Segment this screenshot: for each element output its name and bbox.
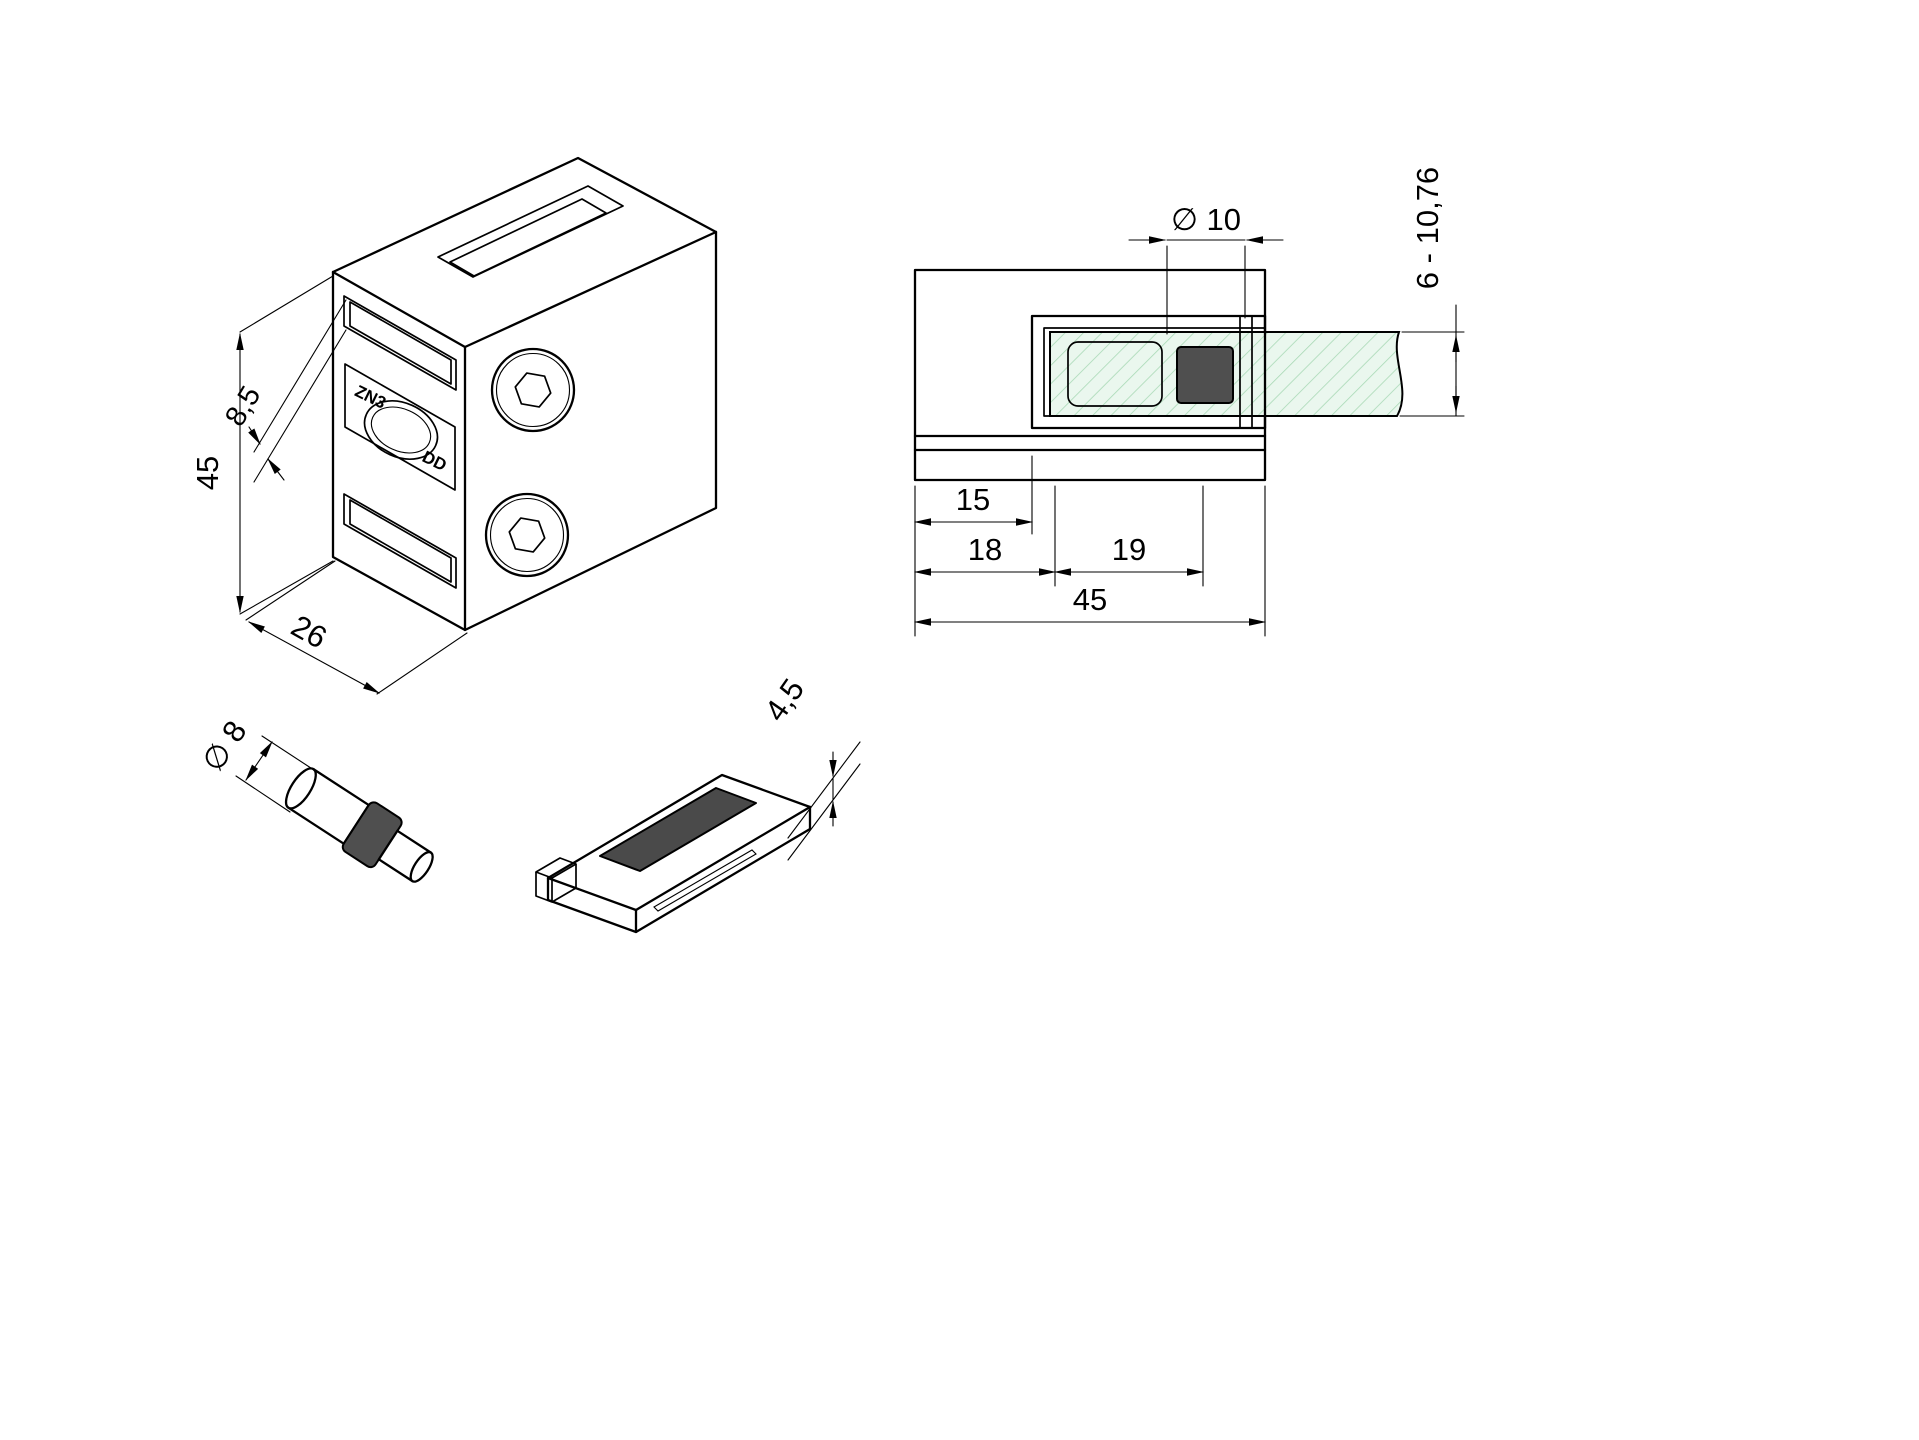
section-view: ∅ 10 6 - 10,76 15 18 19 [913, 167, 1465, 637]
dimension-iso-height: 45 [190, 275, 334, 615]
gasket-pad [599, 787, 757, 872]
dimension-arrow [248, 426, 261, 446]
extension-line [253, 299, 347, 453]
extension-line [245, 560, 336, 621]
upper-slot-inner [349, 301, 452, 385]
clip-sides [535, 864, 577, 903]
dimension-line [247, 621, 381, 694]
hex-socket [514, 372, 552, 408]
gasket-window [1067, 341, 1163, 407]
top-slot-inner [449, 198, 607, 277]
hex-screw-upper [490, 347, 576, 433]
extension-line [239, 275, 334, 333]
dim-label-18: 18 [968, 532, 1002, 567]
dim-label-pin-dia: ∅ 8 [195, 714, 254, 777]
pin-view: ∅ 8 [195, 714, 434, 883]
pin-tip-face [409, 850, 434, 883]
extension-line [787, 741, 861, 839]
plate-hole-inner [370, 406, 432, 454]
dimension-15: 15 [913, 455, 1034, 637]
dim-label-glass-range: 6 - 10,76 [1410, 167, 1445, 289]
slot-outline [1030, 314, 1267, 430]
gasket-clip [535, 857, 577, 903]
dimension-45-width: 45 [913, 485, 1267, 637]
dim-label-15: 15 [956, 482, 990, 517]
gasket-slab [546, 773, 812, 934]
dim-label-slot: 8,5 [219, 381, 267, 432]
dim-label-45-width: 45 [1073, 582, 1107, 617]
screw-head-inner [489, 497, 565, 573]
plate-outline [344, 363, 456, 491]
dim-label-height: 45 [190, 456, 225, 490]
rubber-pin-section [1176, 346, 1234, 404]
hex-socket [508, 517, 546, 553]
extension-line [376, 632, 468, 695]
dimension-iso-slot: 8,5 [219, 299, 347, 483]
clamp-edge-top-left [331, 270, 467, 349]
dim-label-depth: 26 [286, 608, 333, 655]
dimension-arrow [267, 458, 285, 481]
screw-head-outer [490, 347, 576, 433]
hex-screw-lower [484, 492, 570, 578]
extension-line [261, 735, 318, 773]
dimension-19: 19 [1053, 485, 1205, 587]
screw-head-inner [495, 352, 571, 428]
dim-label-19: 19 [1112, 532, 1146, 567]
pin-body [284, 767, 434, 883]
dimension-glass-range: 6 - 10,76 [1399, 167, 1465, 417]
gasket-edge-front-right [634, 805, 812, 912]
top-slot-outer [437, 185, 624, 278]
dim-label-gasket-thickness: 4,5 [758, 672, 811, 727]
extension-line [239, 560, 334, 615]
clamp-edge-top-front [463, 230, 718, 349]
dimension-line [245, 740, 273, 782]
extension-line [253, 329, 347, 483]
screw-head-outer [484, 492, 570, 578]
plate-hole-outer [363, 400, 439, 460]
lower-slot-outer [343, 493, 457, 589]
gasket-groove [653, 849, 757, 912]
dimension-hole-dia: ∅ 10 [1128, 202, 1284, 335]
lower-slot-inner [349, 499, 452, 583]
gasket-view: 4,5 [535, 672, 861, 934]
left-face-slots [343, 295, 457, 589]
dim-label-hole: ∅ 10 [1171, 202, 1241, 237]
isometric-view: ZN3 DD 45 8,5 [190, 156, 718, 695]
gasket-edge-front-left [546, 876, 638, 912]
top-slot [437, 185, 624, 278]
upper-slot-outer [343, 295, 457, 391]
extension-line [235, 775, 291, 813]
extension-line [787, 763, 861, 861]
